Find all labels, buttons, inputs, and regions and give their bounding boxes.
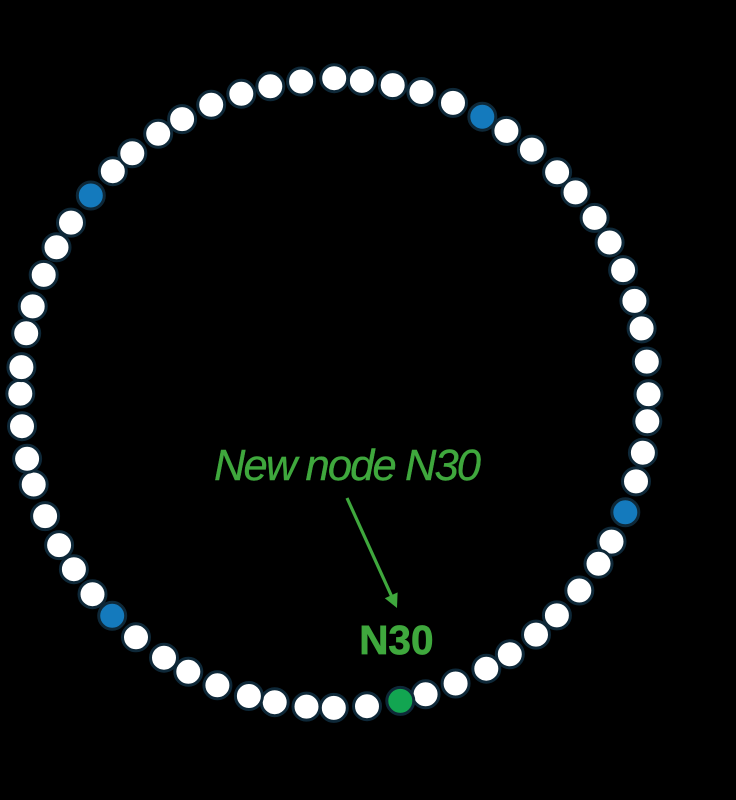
svg-text:New node N30: New node N30 — [214, 442, 481, 490]
svg-text:N30: N30 — [359, 617, 433, 663]
